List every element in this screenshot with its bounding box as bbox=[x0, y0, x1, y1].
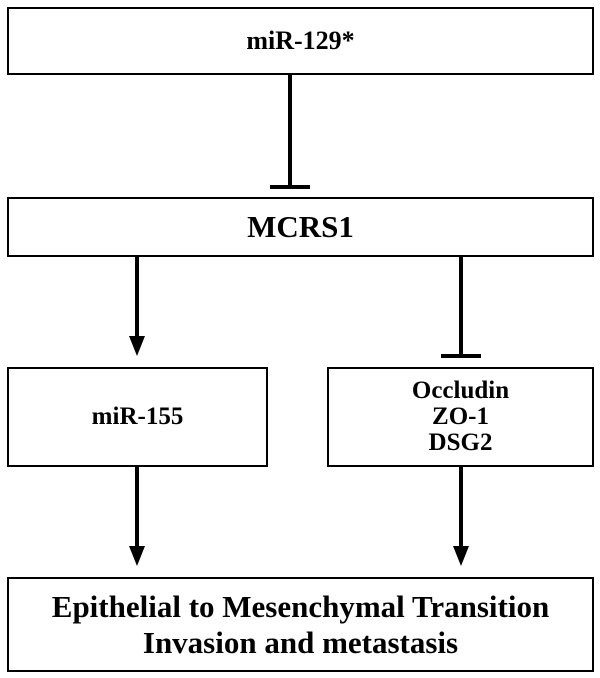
node-mir155-label: miR-155 bbox=[91, 403, 184, 430]
junction-protein-occludin: Occludin bbox=[411, 376, 510, 404]
node-mir129: miR-129* bbox=[7, 7, 594, 75]
node-junction-proteins: Occludin ZO-1 DSG2 bbox=[327, 367, 594, 467]
node-mcrs1-label: MCRS1 bbox=[247, 209, 354, 244]
node-mcrs1: MCRS1 bbox=[7, 197, 594, 257]
arrowhead-mir155 bbox=[129, 336, 145, 356]
arrowhead-outcome-right bbox=[453, 546, 469, 566]
outcome-line-emt: Epithelial to Mesenchymal Transition bbox=[51, 588, 550, 624]
node-outcome: Epithelial to Mesenchymal Transition Inv… bbox=[7, 577, 594, 672]
junction-protein-dsg2: DSG2 bbox=[428, 429, 493, 457]
junction-protein-zo1: ZO-1 bbox=[432, 402, 489, 430]
node-mir129-label: miR-129* bbox=[246, 26, 355, 55]
arrowhead-outcome-left bbox=[129, 546, 145, 566]
outcome-line-invasion: Invasion and metastasis bbox=[142, 624, 459, 660]
node-mir155: miR-155 bbox=[7, 367, 268, 467]
